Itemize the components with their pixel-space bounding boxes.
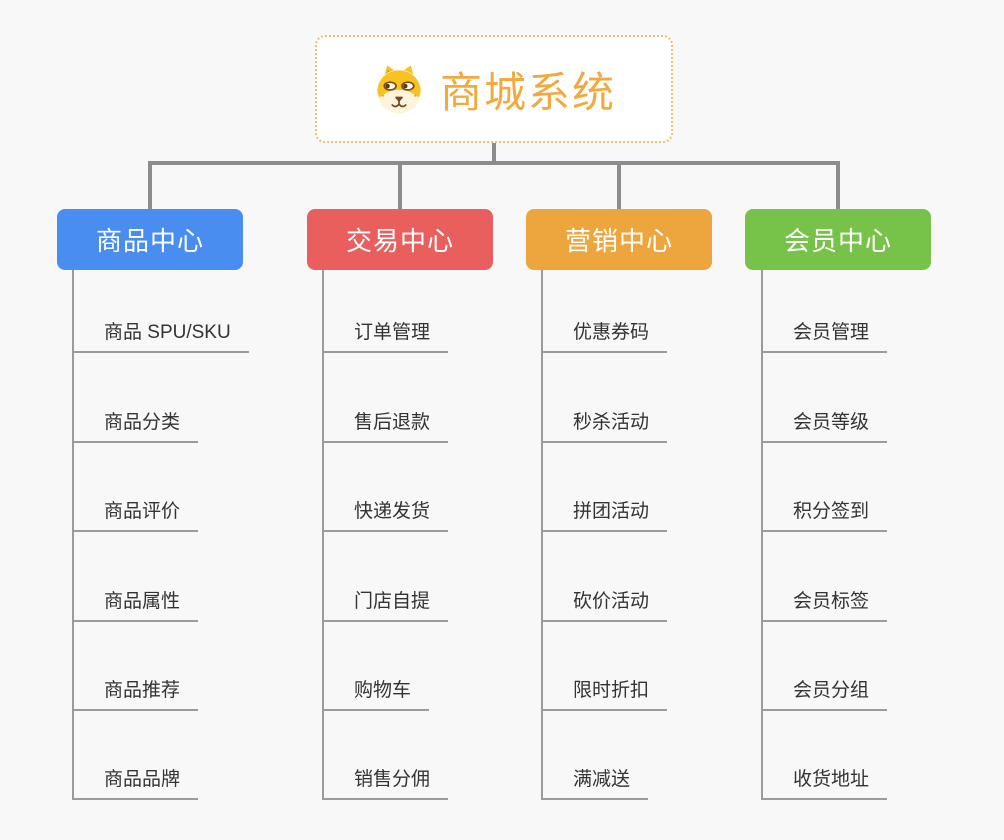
branch-label: 商品中心 [95,226,204,256]
leaf-topic[interactable]: 会员标签 [761,587,888,622]
root-title: 商城系统 [439,68,616,116]
root-node[interactable]: 商城系统 [315,35,673,143]
branch-column-product: 商品 SPU/SKU 商品分类 商品评价 商品属性 商品推荐 商品品牌 [72,270,352,800]
leaf-topic[interactable]: 优惠券码 [541,318,668,353]
leaf-topic[interactable]: 购物车 [322,676,430,711]
branch-column-trade: 订单管理 售后退款 快递发货 门店自提 购物车 销售分佣 [322,270,602,800]
leaf-topic[interactable]: 订单管理 [322,318,449,353]
leaf-topic[interactable]: 秒杀活动 [541,408,668,443]
leaf-topic[interactable]: 快递发货 [322,497,449,532]
leaf-topic[interactable]: 拼团活动 [541,497,668,532]
leaf-topic[interactable]: 商品评价 [72,497,199,532]
branch-node-product-center[interactable]: 商品中心 [57,209,243,270]
leaf-topic[interactable]: 商品品牌 [72,765,199,800]
leaf-topic[interactable]: 销售分佣 [322,765,449,800]
branch-label: 会员中心 [783,226,892,256]
leaf-topic[interactable]: 砍价活动 [541,587,668,622]
leaf-topic[interactable]: 收货地址 [761,765,888,800]
connector-bus [148,161,840,165]
leaf-topic[interactable]: 门店自提 [322,587,449,622]
branch-column-marketing: 优惠券码 秒杀活动 拼团活动 砍价活动 限时折扣 满减送 [541,270,821,800]
branch-node-member-center[interactable]: 会员中心 [745,209,931,270]
leaf-topic[interactable]: 积分签到 [761,497,888,532]
connector-root-stub [492,143,496,163]
leaf-topic[interactable]: 商品推荐 [72,676,199,711]
connector-drop-4 [836,161,840,209]
leaf-topic[interactable]: 会员等级 [761,408,888,443]
connector-drop-1 [148,161,152,209]
leaf-topic[interactable]: 商品 SPU/SKU [72,318,249,353]
leaf-topic[interactable]: 满减送 [541,765,649,800]
connector-drop-2 [398,161,402,209]
branch-column-member: 会员管理 会员等级 积分签到 会员标签 会员分组 收货地址 [761,270,1004,800]
branch-node-marketing-center[interactable]: 营销中心 [526,209,712,270]
branch-node-trade-center[interactable]: 交易中心 [307,209,493,270]
leaf-topic[interactable]: 商品属性 [72,587,199,622]
shiba-dog-icon [377,65,421,114]
connector-drop-3 [617,161,621,209]
branch-label: 营销中心 [564,226,673,256]
leaf-topic[interactable]: 商品分类 [72,408,199,443]
leaf-topic[interactable]: 限时折扣 [541,676,668,711]
leaf-topic[interactable]: 售后退款 [322,408,449,443]
leaf-topic[interactable]: 会员分组 [761,676,888,711]
branch-label: 交易中心 [345,226,454,256]
leaf-topic[interactable]: 会员管理 [761,318,888,353]
